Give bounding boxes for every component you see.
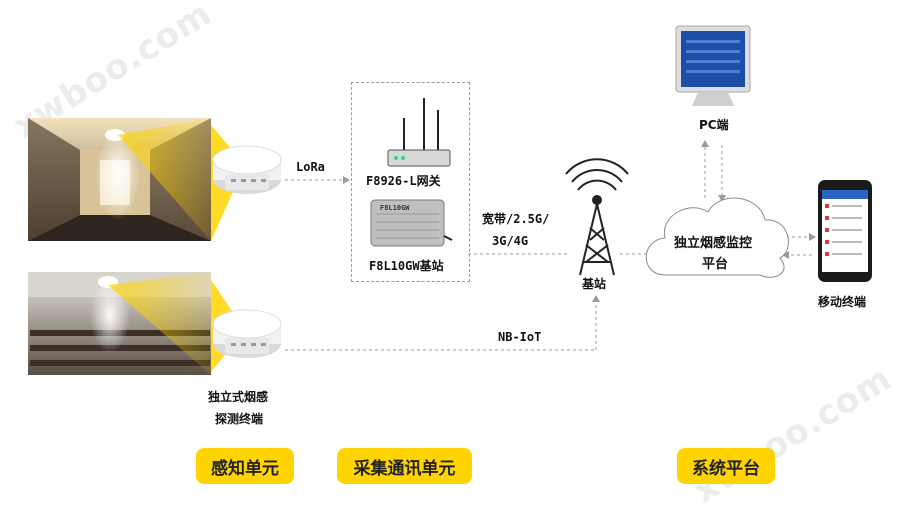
gw2-label: F8L10GW基站: [369, 259, 444, 273]
terminal-label-line1: 独立式烟感: [208, 390, 269, 404]
hall-beam: [108, 272, 211, 375]
cloud-label-line2: 平台: [702, 257, 729, 272]
terminal-label-line2: 探测终端: [215, 412, 264, 426]
collect-unit-frame: [351, 82, 470, 282]
collect-unit-badge: 采集通讯单元: [337, 448, 472, 484]
pc-monitor: [675, 25, 751, 106]
f8926-gateway-device: [387, 98, 451, 167]
f8l10gw-basestation-device: [370, 199, 453, 247]
pc-label: PC端: [699, 118, 729, 132]
corridor-beam: [118, 118, 211, 241]
nbiot-link-label: NB-IoT: [498, 330, 542, 344]
broadband-link-label-line1: 宽带/2.5G/: [482, 212, 550, 226]
cloud-label-line1: 独立烟感监控: [674, 236, 753, 251]
lora-link-label: LoRa: [296, 160, 325, 174]
smoke-detector-1: [212, 145, 282, 194]
mobile-phone: [818, 180, 872, 282]
cloud-shape: [645, 197, 789, 278]
broadband-link-label-line2: 3G/4G: [492, 234, 529, 248]
smoke-detector-2: [212, 309, 282, 358]
system-unit-badge: 系统平台: [677, 448, 775, 484]
sense-unit-badge: 感知单元: [196, 448, 294, 484]
gw1-label: F8926-L网关: [366, 174, 441, 188]
base-station-label: 基站: [582, 277, 607, 291]
gw2-print: F8L10GW: [380, 204, 410, 212]
mobile-label: 移动终端: [818, 295, 867, 309]
base-station-tower: [565, 158, 629, 276]
